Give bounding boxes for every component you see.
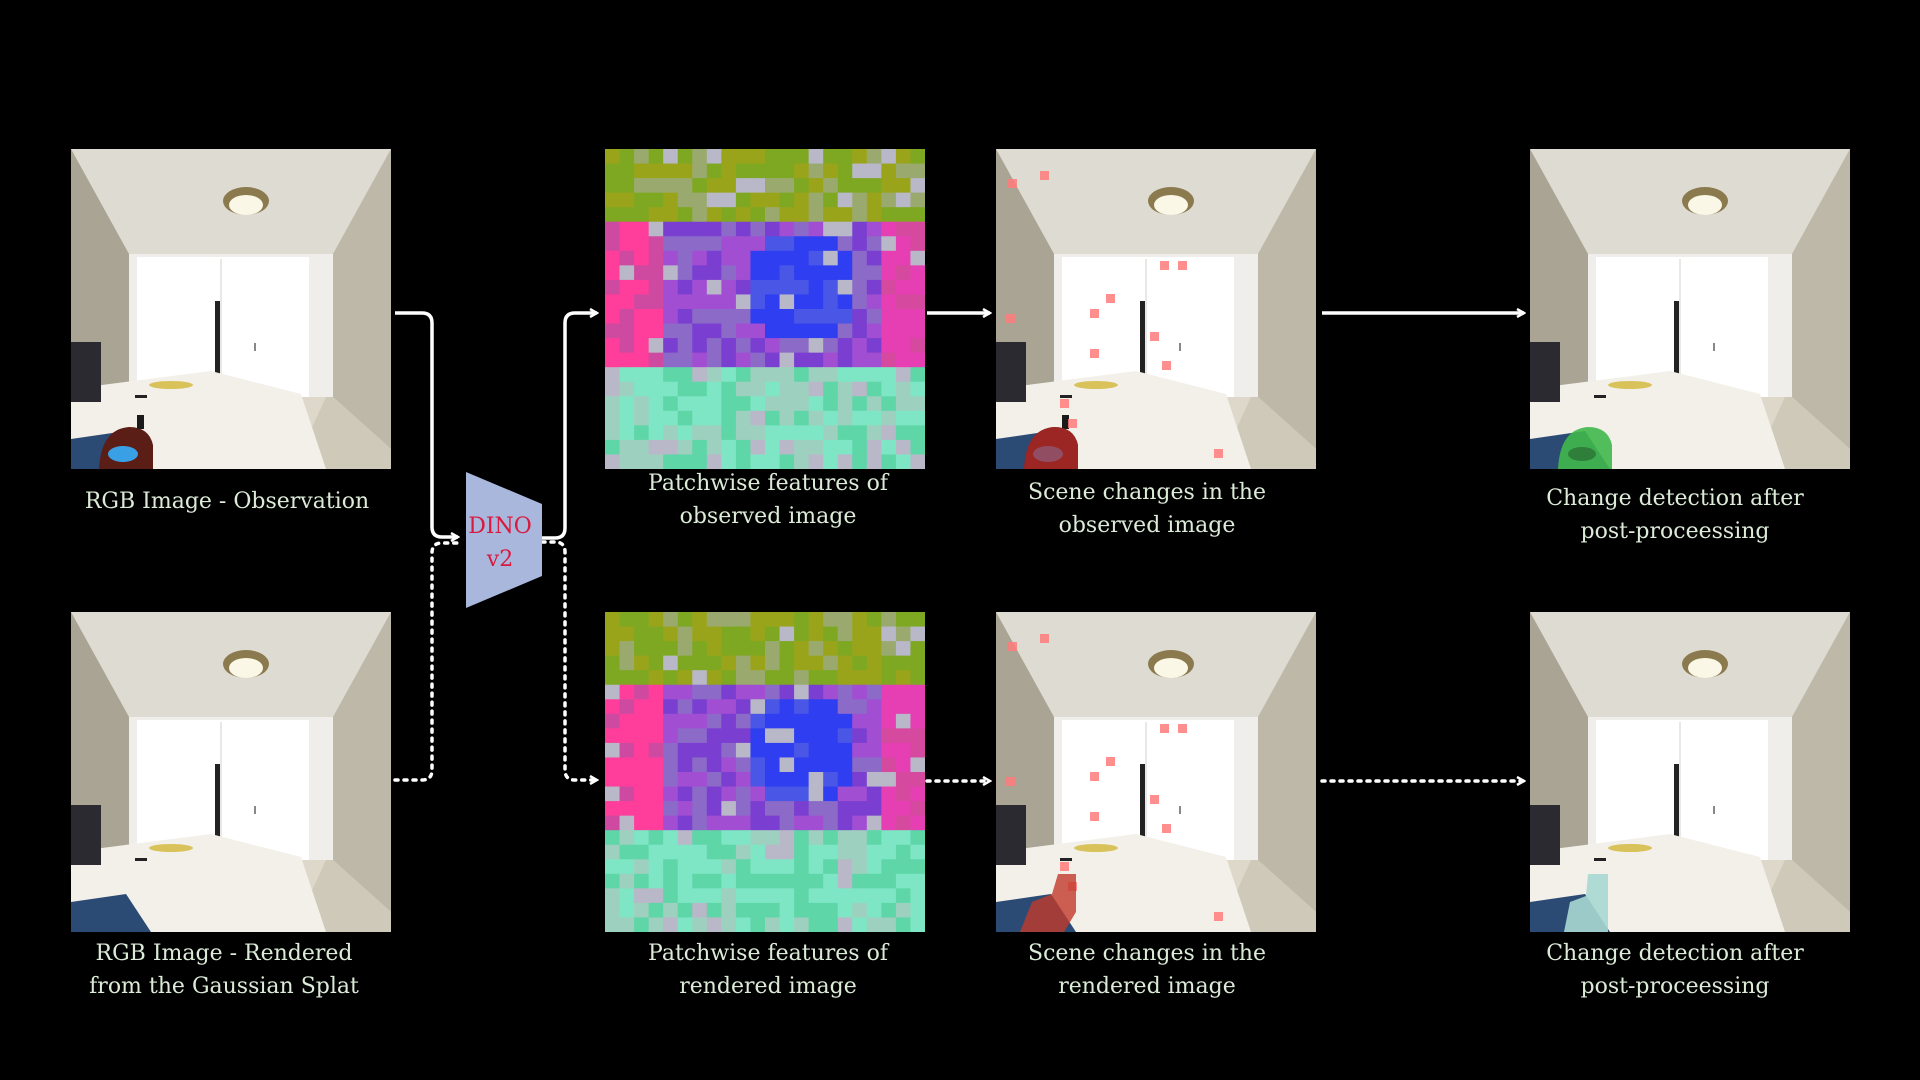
caption-line: RGB Image - Observation <box>84 489 370 514</box>
caption-line: post-proceessing <box>1580 519 1770 544</box>
caption-rendered-detection: Change detection after post-proceessing <box>1495 937 1855 1003</box>
caption-line: Scene changes in the <box>1028 480 1266 505</box>
caption-observed-detection: Change detection after post-proceessing <box>1495 482 1855 548</box>
panel-rendered-features <box>605 612 925 932</box>
caption-line: RGB Image - Rendered <box>95 941 353 966</box>
panel-observed-detection <box>1530 149 1850 469</box>
panel-observation-rgb <box>71 149 391 469</box>
caption-line: Patchwise features of <box>648 941 888 966</box>
panel-rendered-detection <box>1530 612 1850 932</box>
caption-rendered-features: Patchwise features of rendered image <box>588 937 948 1003</box>
panel-rendered-changes <box>996 612 1316 932</box>
caption-line: post-proceessing <box>1580 974 1770 999</box>
arrow-dino-to-observed-features <box>542 313 597 540</box>
caption-line: rendered image <box>1058 974 1236 999</box>
panel-observed-changes <box>996 149 1316 469</box>
caption-line: observed image <box>679 504 857 529</box>
caption-line: Scene changes in the <box>1028 941 1266 966</box>
caption-rendered-changes: Scene changes in the rendered image <box>967 937 1327 1003</box>
dino-encoder-label: DINO v2 <box>458 510 542 576</box>
caption-line: Change detection after <box>1546 941 1804 966</box>
dino-label-line2: v2 <box>486 547 514 572</box>
caption-line: Patchwise features of <box>648 471 888 496</box>
dino-label-line1: DINO <box>468 514 532 539</box>
caption-observed-features: Patchwise features of observed image <box>588 467 948 533</box>
dino-encoder-shape <box>466 472 542 608</box>
caption-rendered-rgb: RGB Image - Rendered from the Gaussian S… <box>44 937 404 1003</box>
arrow-observation-to-dino <box>395 311 458 537</box>
caption-observed-changes: Scene changes in the observed image <box>967 476 1327 542</box>
caption-line: Change detection after <box>1546 486 1804 511</box>
arrow-rendered-to-dino <box>393 541 460 782</box>
caption-observation-rgb: RGB Image - Observation <box>47 485 407 518</box>
arrow-dino-to-rendered-features <box>540 540 597 780</box>
panel-observed-features <box>605 149 925 469</box>
caption-line: from the Gaussian Splat <box>89 974 359 999</box>
caption-line: observed image <box>1058 513 1236 538</box>
panel-rendered-rgb <box>71 612 391 932</box>
caption-line: rendered image <box>679 974 857 999</box>
